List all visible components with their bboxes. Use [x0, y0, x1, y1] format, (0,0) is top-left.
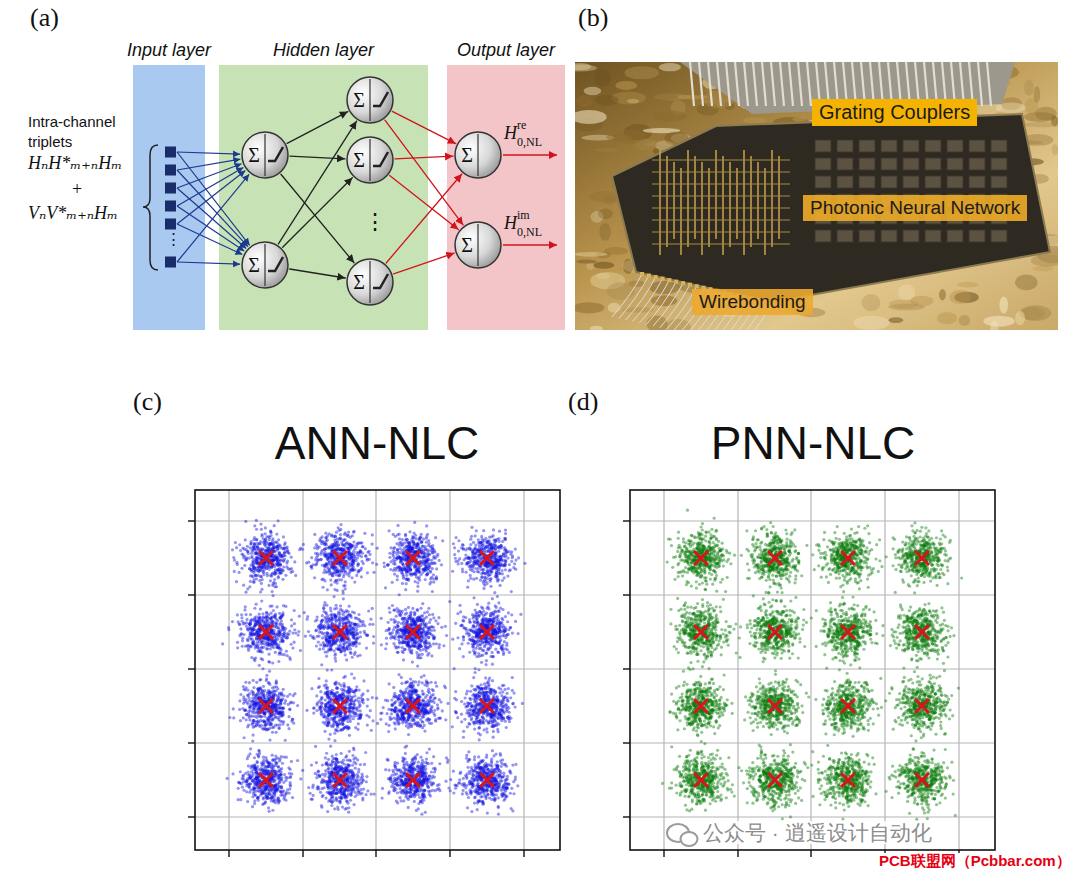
figure-page: Input layerHidden layerΣΣΣΣΣOutput layer… — [0, 0, 1080, 878]
